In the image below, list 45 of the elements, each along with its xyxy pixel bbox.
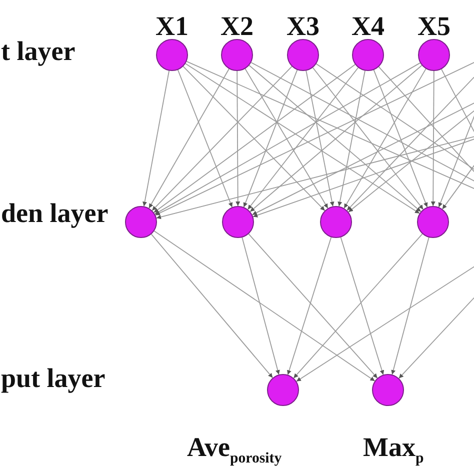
node-label: X1 bbox=[156, 13, 188, 40]
arrow bbox=[373, 69, 428, 208]
arrow bbox=[177, 69, 233, 208]
neuron-circle bbox=[320, 206, 352, 238]
node-label: X3 bbox=[286, 13, 320, 40]
arrow bbox=[338, 70, 366, 207]
arrow bbox=[242, 237, 280, 375]
arrow bbox=[340, 236, 384, 376]
neuron-circle bbox=[267, 374, 299, 406]
neuron-circle bbox=[221, 39, 253, 71]
arrow bbox=[150, 234, 274, 378]
neuron-circle bbox=[418, 39, 450, 71]
arrow bbox=[306, 70, 334, 207]
arrow bbox=[182, 66, 326, 212]
layer-label: den layer bbox=[1, 200, 108, 227]
neuron-circle bbox=[352, 39, 384, 71]
neuron-circle bbox=[125, 206, 157, 238]
node-label: Ave$_{porosity}$ bbox=[187, 434, 282, 467]
arrow bbox=[247, 67, 359, 210]
neuron-circle bbox=[372, 374, 404, 406]
layer-label: t layer bbox=[1, 38, 76, 65]
node-label: X4 bbox=[352, 13, 384, 40]
layer-label: put layer bbox=[1, 365, 106, 392]
neuron-circle bbox=[287, 39, 319, 71]
arrow bbox=[344, 68, 426, 209]
arrow bbox=[148, 68, 230, 209]
neuron-circle bbox=[156, 39, 188, 71]
arrow bbox=[248, 233, 378, 379]
arrow bbox=[153, 64, 356, 213]
neuron-circle bbox=[417, 206, 449, 238]
arrow bbox=[154, 230, 376, 382]
arrow bbox=[243, 69, 298, 208]
arrow bbox=[244, 68, 328, 209]
arrow bbox=[152, 66, 292, 211]
neuron-circle bbox=[222, 206, 254, 238]
arrow bbox=[391, 237, 430, 375]
arrow bbox=[142, 70, 170, 207]
node-label: Max$_{p}$ bbox=[363, 434, 424, 467]
arrow bbox=[293, 233, 423, 379]
node-label: X2 bbox=[220, 13, 254, 40]
arrow bbox=[236, 70, 240, 206]
arrow bbox=[287, 236, 332, 376]
arrow bbox=[430, 70, 436, 206]
node-label: X5 bbox=[418, 13, 450, 40]
arrow bbox=[312, 67, 424, 210]
